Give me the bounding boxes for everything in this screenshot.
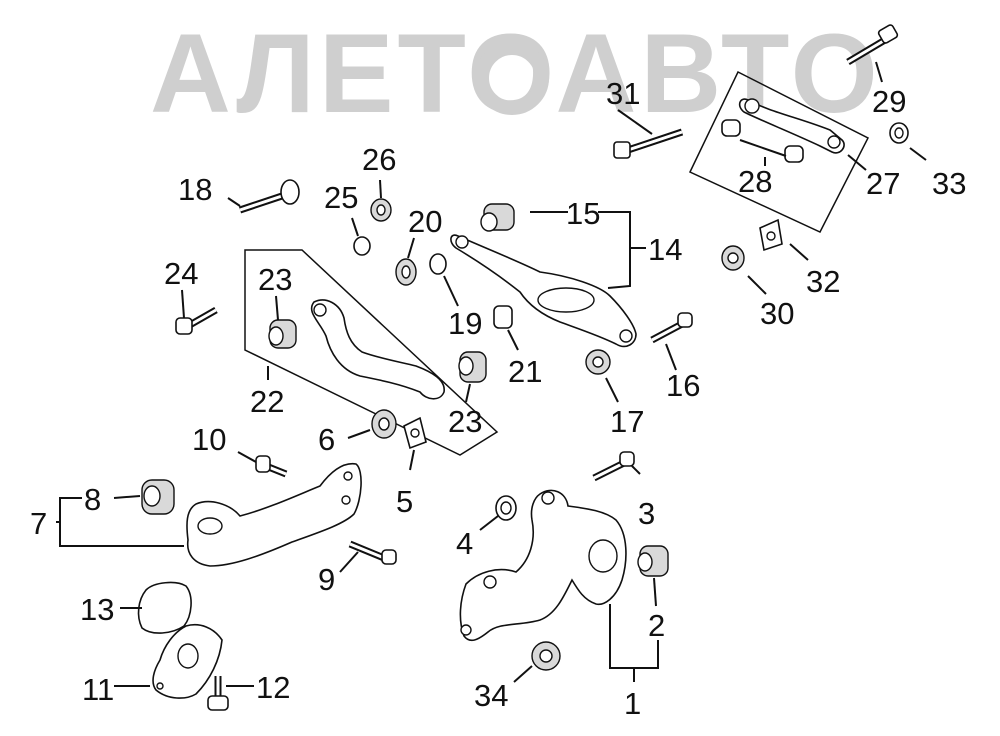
- callout-25: 25: [324, 180, 358, 215]
- callout-19: 19: [448, 306, 482, 341]
- bushing-8: [141, 479, 175, 515]
- bolt-9: [348, 540, 397, 565]
- callout-26: 26: [362, 142, 396, 177]
- callout-22: 22: [250, 384, 284, 419]
- callout-15: 15: [566, 196, 600, 231]
- bolt-3: [592, 451, 635, 482]
- link-arm-27: [738, 98, 845, 154]
- callout-2: 2: [648, 608, 665, 643]
- watermark-gear-icon: [475, 41, 549, 115]
- nut-17: [585, 349, 611, 375]
- callout-30: 30: [760, 296, 794, 331]
- callout-29: 29: [872, 84, 906, 119]
- callout-3: 3: [638, 496, 655, 531]
- bracket-11: [152, 624, 223, 699]
- nut-34: [531, 641, 561, 671]
- bolt-21: [493, 305, 513, 329]
- callout-21: 21: [508, 354, 542, 389]
- bolt-18: [238, 179, 300, 214]
- callout-1: 1: [624, 686, 641, 721]
- leader-lines: [56, 61, 927, 687]
- bolt-24: [175, 306, 218, 335]
- callout-4: 4: [456, 526, 473, 561]
- bolt-16: [650, 312, 693, 344]
- washer-19: [429, 253, 447, 275]
- lower-arm-14: [450, 234, 637, 348]
- callout-7: 7: [30, 506, 47, 541]
- callout-11: 11: [82, 672, 114, 707]
- callout-32: 32: [806, 264, 840, 299]
- callout-20: 20: [408, 204, 442, 239]
- nut-6: [371, 409, 397, 439]
- bolt-31: [613, 128, 684, 159]
- callout-9: 9: [318, 562, 335, 597]
- cover-13: [137, 581, 192, 634]
- bolt-29: [846, 24, 899, 66]
- callout-10: 10: [192, 422, 226, 457]
- upper-arm-22: [310, 299, 445, 400]
- bushing-23-right: [458, 351, 487, 383]
- callout-12: 12: [256, 670, 290, 705]
- callout-28: 28: [738, 164, 772, 199]
- callout-6: 6: [318, 422, 335, 457]
- callout-31: 31: [606, 76, 640, 111]
- group-box-22: [244, 249, 499, 456]
- callout-16: 16: [666, 368, 700, 403]
- callout-23-top: 23: [258, 262, 292, 297]
- callout-13: 13: [80, 592, 114, 627]
- callout-27: 27: [866, 166, 900, 201]
- callout-labels: 1 2 3 4 5 6 7 8 9 10 11 12 13 14 15 16 1…: [30, 76, 966, 721]
- callout-33: 33: [932, 166, 966, 201]
- bushing-28: [721, 119, 804, 163]
- callout-17: 17: [610, 404, 644, 439]
- callout-24: 24: [164, 256, 198, 291]
- bushing-2: [637, 545, 669, 577]
- callout-8: 8: [84, 482, 101, 517]
- trailing-arm-7: [186, 462, 362, 567]
- callout-5: 5: [396, 484, 413, 519]
- nut-26: [370, 198, 392, 222]
- bolt-10: [255, 455, 288, 478]
- knuckle-1: [459, 489, 627, 642]
- group-box-27: [688, 70, 870, 233]
- washer-25: [353, 236, 371, 256]
- nut-20: [395, 258, 417, 286]
- callout-23-bottom: 23: [448, 404, 482, 439]
- callout-18: 18: [178, 172, 212, 207]
- bushing-23-left: [268, 319, 297, 349]
- callout-14: 14: [648, 232, 682, 267]
- callout-34: 34: [474, 678, 508, 713]
- nut-30: [721, 245, 745, 271]
- bolt-12: [207, 676, 229, 711]
- bushing-15: [480, 203, 515, 232]
